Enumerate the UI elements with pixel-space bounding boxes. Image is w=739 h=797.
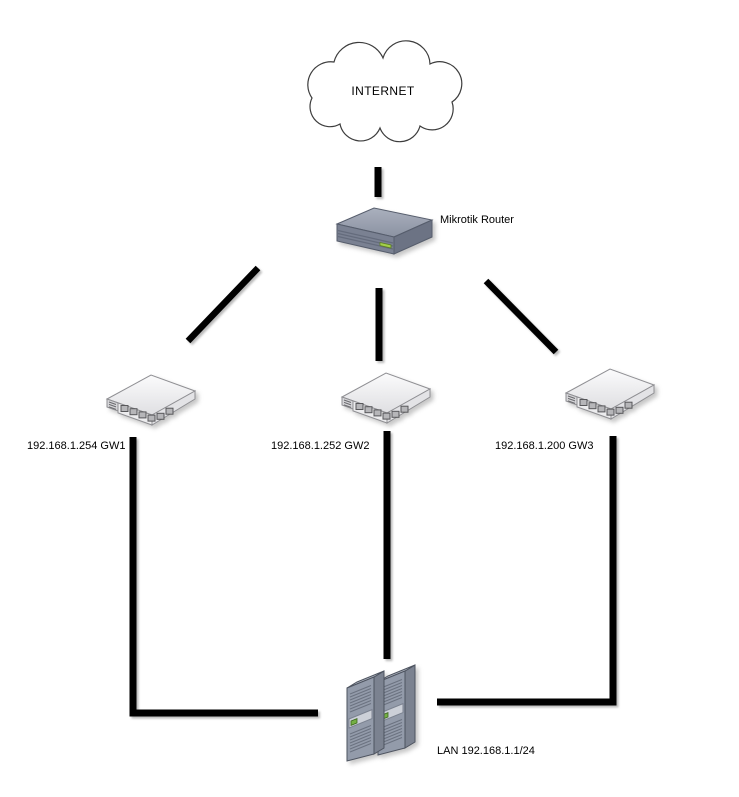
- gw2-label: 192.168.1.252 GW2: [271, 440, 370, 452]
- cloud-icon: [307, 40, 463, 143]
- switch-gw2-icon: [341, 372, 431, 424]
- link-gw1-lan: [129, 437, 318, 717]
- router-label: Mikrotik Router: [440, 214, 514, 226]
- link-gw3-lan: [437, 436, 617, 706]
- server-icon: [346, 664, 416, 762]
- gw3-label: 192.168.1.200 GW3: [495, 440, 594, 452]
- connection-lines: [129, 167, 617, 717]
- switch-gw1-icon: [106, 374, 196, 426]
- gw1-label: 192.168.1.254 GW1: [27, 440, 126, 452]
- link-router-gw3: [483, 278, 559, 355]
- router-icon: [335, 207, 434, 255]
- internet-label: INTERNET: [351, 84, 415, 98]
- link-router-gw1: [185, 265, 261, 344]
- router-led: [379, 241, 392, 249]
- switch-gw3-icon: [565, 368, 655, 420]
- lan-label: LAN 192.168.1.1/24: [437, 745, 535, 757]
